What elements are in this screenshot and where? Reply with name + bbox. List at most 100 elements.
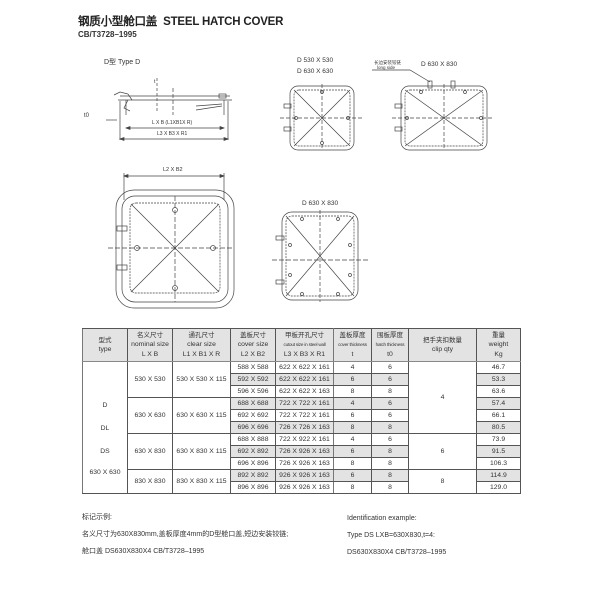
nominal-cell: 830 X 830 [127,469,173,494]
page-title: 钢质小型舱口盖 STEEL HATCH COVER [78,13,283,29]
table-row: 896 X 896 926 X 926 X 163 8 8 129.0 [83,481,521,494]
table-row: 830 X 830 830 X 830 X 115 892 X 892 926 … [83,469,521,494]
t0-cell: 6 [371,409,409,422]
weight-cell: 66.1 [476,409,521,422]
t-cell: 4 [333,361,372,374]
cutout-cell: 622 X 622 X 161 [275,361,334,374]
t0-cell: 8 [371,457,409,470]
example-en: Identification example: Type DS LXB=630X… [347,510,446,561]
cover-cell: 596 X 596 [230,385,276,398]
t-cell: 8 [333,457,372,470]
example-cn: 标记示例: 名义尺寸为630X830mm,盖板厚度4mm的D型舱口盖,短边安装铰… [82,509,288,560]
nominal-cell: 630 X 830 [127,433,173,470]
t-cell: 6 [333,409,372,422]
small-plan-label-2: D 630 X 630 [297,68,334,75]
example-en-heading: Identification example: [347,515,417,522]
cutout-cell: 926 X 926 X 163 [275,481,334,494]
section-view-label: D型 Type D [104,59,141,66]
t0-cell: 6 [371,373,409,386]
large-plan-drawing [108,173,235,309]
weight-cell: 129.0 [476,481,521,494]
example-cn-line1: 名义尺寸为630X830mm,盖板厚度4mm的D型舱口盖,短边安装铰链; [82,531,289,538]
weight-cell: 63.6 [476,385,521,398]
long-plan-label: D 630 X 830 [421,61,458,68]
t-cell: 6 [333,373,372,386]
cutout-cell: 726 X 726 X 163 [275,421,334,434]
clear-cell: 530 X 530 X 115 [172,361,231,398]
cover-cell: 692 X 692 [230,409,276,422]
square-plan-drawing [272,210,368,302]
cutout-cell: 926 X 926 X 163 [275,469,334,482]
nominal-cell: 630 X 630 [127,397,173,434]
t-cell: 8 [333,385,372,398]
t-cell: 8 [333,481,372,494]
example-en-line1: Type DS LXB=630X830,t=4: [347,532,435,539]
t0-cell: 8 [371,421,409,434]
cover-cell: 696 X 696 [230,421,276,434]
standard-code: CB/T3728–1995 [78,30,137,39]
cutout-cell: 722 X 922 X 161 [275,433,334,446]
cover-cell: 688 X 688 [230,397,276,410]
weight-cell: 80.5 [476,421,521,434]
cover-cell: 692 X 892 [230,445,276,458]
clear-cell: 830 X 830 X 115 [172,469,231,494]
cutout-cell: 722 X 722 X 161 [275,397,334,410]
weight-cell: 73.9 [476,433,521,446]
clip-cell: 4 [408,361,477,434]
t-cell: 4 [333,433,372,446]
title-cn: 钢质小型舱口盖 [78,16,158,28]
t-cell: 6 [333,469,372,482]
t0-cell: 6 [371,433,409,446]
cutout-cell: 726 X 926 X 163 [275,445,334,458]
weight-cell: 57.4 [476,397,521,410]
hinge-note-cn: 长边安装铰链 [374,60,401,65]
table-row: 630 X 630 630 X 630 X 115 688 X 688 722 … [83,397,521,434]
dim-t0-label: t0 [84,113,90,119]
example-en-line2: DS630X830X4 CB/T3728–1995 [347,549,447,556]
small-plan-label-1: D 530 X 530 [297,57,334,64]
type-cell: D DL DS 630 X 630 [82,361,128,494]
t-cell: 4 [333,397,372,410]
t-cell: 6 [333,445,372,458]
square-plan-label: D 630 X 830 [302,200,339,207]
hinge-note-en: long side [377,65,396,70]
cutout-cell: 622 X 622 X 163 [275,385,334,398]
table-row: 630 X 830 630 X 830 X 115 688 X 888 722 … [83,433,521,470]
table-row: 696 X 896 726 X 926 X 163 8 8 106.3 [83,457,521,470]
table-row: D DL DS 630 X 630 530 X 530 530 X 530 X … [82,361,521,494]
clear-cell: 630 X 830 X 115 [172,433,231,470]
t0-cell: 8 [371,469,409,482]
cover-cell: 892 X 892 [230,469,276,482]
title-en: STEEL HATCH COVER [163,16,284,28]
weight-cell: 46.7 [476,361,521,374]
dim-lb-label: L X B (L1XB1X R) [152,120,193,126]
cover-cell: 592 X 592 [230,373,276,386]
t-cell: 8 [333,421,372,434]
weight-cell: 106.3 [476,457,521,470]
dim-t-label: t [154,79,156,85]
cover-cell: 696 X 896 [230,457,276,470]
large-plan-dim-label: L2 X B2 [163,167,183,173]
table-row: 596 X 596 622 X 622 X 163 8 8 63.6 [83,385,521,398]
cutout-cell: 726 X 926 X 163 [275,457,334,470]
cutout-cell: 722 X 722 X 161 [275,409,334,422]
dim-l3-label: L3 X B3 X R1 [157,131,188,137]
clip-cell: 8 [408,469,477,494]
weight-cell: 91.5 [476,445,521,458]
example-cn-heading: 标记示例: [82,514,112,521]
cover-cell: 896 X 896 [230,481,276,494]
t0-cell: 8 [371,385,409,398]
weight-cell: 53.3 [476,373,521,386]
cutout-cell: 622 X 622 X 161 [275,373,334,386]
